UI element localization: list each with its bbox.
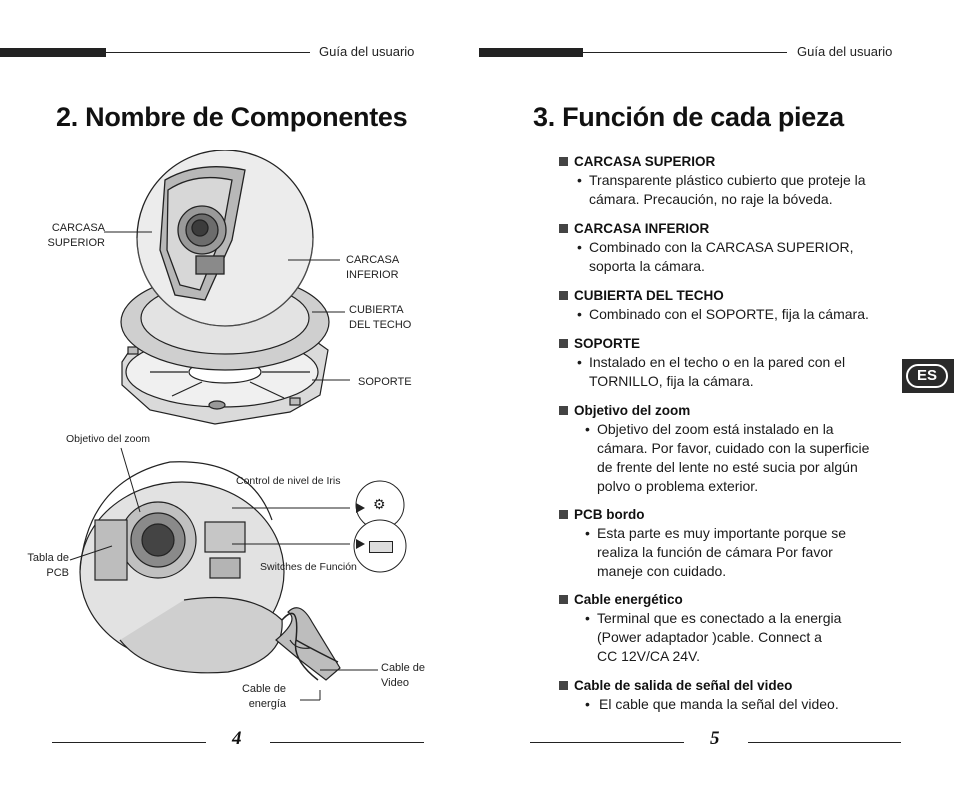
left-page-title: 2. Nombre de Componentes bbox=[56, 102, 408, 132]
left-footer-line-left bbox=[52, 742, 206, 743]
section-heading: CUBIERTA DEL TECHO bbox=[574, 288, 724, 303]
square-bullet-icon bbox=[559, 595, 568, 604]
section-body: Esta parte es muy importante porque se r… bbox=[597, 525, 847, 579]
section-objetivo-zoom: Objetivo del zoom •Objetivo del zoom est… bbox=[559, 401, 939, 496]
right-footer-line-left bbox=[530, 742, 684, 743]
section-body: Combinado con el SOPORTE, fija la cámara… bbox=[589, 306, 869, 322]
label-control-iris: Control de nivel de Iris bbox=[236, 475, 341, 487]
section-body: Combinado con la CARCASA SUPERIOR, sopor… bbox=[589, 239, 854, 274]
square-bullet-icon bbox=[559, 510, 568, 519]
square-bullet-icon bbox=[559, 681, 568, 690]
section-soporte: SOPORTE •Instalado en el techo o en la p… bbox=[559, 334, 939, 391]
dome-part bbox=[136, 150, 314, 327]
section-body: El cable que manda la señal del video. bbox=[599, 696, 839, 712]
section-body: Transparente plástico cubierto que prote… bbox=[589, 172, 866, 207]
right-header-text: Guía del usuario bbox=[797, 44, 893, 59]
label-cable-video: Cable de Video bbox=[381, 662, 426, 689]
section-heading: SOPORTE bbox=[574, 336, 641, 351]
section-body: Terminal que es conectado a la energia (… bbox=[597, 610, 842, 664]
section-cubierta-techo: CUBIERTA DEL TECHO •Combinado con el SOP… bbox=[559, 286, 939, 324]
left-header-text: Guía del usuario bbox=[319, 44, 415, 59]
label-switches: Switches de Función bbox=[260, 561, 357, 573]
square-bullet-icon bbox=[559, 339, 568, 348]
section-body: Instalado en el techo o en la pared con … bbox=[589, 354, 846, 389]
square-bullet-icon bbox=[559, 224, 568, 233]
label-objetivo-zoom: Objetivo del zoom bbox=[66, 433, 151, 445]
section-carcasa-inferior: CARCASA INFERIOR •Combinado con la CARCA… bbox=[559, 219, 939, 276]
left-header-line bbox=[106, 52, 310, 53]
right-header-bar bbox=[479, 48, 583, 57]
label-soporte: SOPORTE bbox=[358, 376, 412, 388]
square-bullet-icon bbox=[559, 157, 568, 166]
function-switch-icon bbox=[369, 541, 393, 553]
section-heading: Cable energético bbox=[574, 592, 683, 607]
right-page-number: 5 bbox=[710, 728, 720, 749]
right-page-title: 3. Función de cada pieza bbox=[533, 102, 844, 132]
square-bullet-icon bbox=[559, 291, 568, 300]
label-cable-energia: Cable de energía bbox=[241, 683, 286, 710]
iris-control-icon: ⚙ bbox=[373, 496, 386, 512]
section-cable-energetico: Cable energético •Terminal que es conect… bbox=[559, 590, 939, 666]
section-heading: CARCASA INFERIOR bbox=[574, 221, 710, 236]
section-carcasa-superior: CARCASA SUPERIOR •Transparente plástico … bbox=[559, 152, 939, 209]
section-cable-video: Cable de salida de señal del video •El c… bbox=[559, 676, 939, 714]
camera-internal-illustration bbox=[69, 447, 407, 701]
section-pcb-bordo: PCB bordo •Esta parte es muy importante … bbox=[559, 505, 939, 581]
left-header-bar bbox=[0, 48, 106, 57]
label-carcasa-inferior: CARCASA INFERIOR bbox=[346, 254, 400, 281]
section-heading: Objetivo del zoom bbox=[574, 403, 691, 418]
square-bullet-icon bbox=[559, 406, 568, 415]
section-heading: PCB bordo bbox=[574, 507, 645, 522]
label-tabla-pcb: Tabla de PCB bbox=[27, 552, 69, 579]
label-cubierta-techo: CUBIERTA DEL TECHO bbox=[349, 304, 412, 331]
left-page-number: 4 bbox=[232, 728, 242, 749]
left-footer-line-right bbox=[270, 742, 424, 743]
right-header-line bbox=[583, 52, 787, 53]
language-tab-label: ES bbox=[906, 364, 948, 388]
label-carcasa-superior: CARCASA SUPERIOR bbox=[47, 222, 105, 249]
section-body: Objetivo del zoom está instalado en la c… bbox=[597, 421, 870, 494]
right-footer-line-right bbox=[748, 742, 901, 743]
section-heading: CARCASA SUPERIOR bbox=[574, 154, 716, 169]
section-heading: Cable de salida de señal del video bbox=[574, 678, 793, 693]
camera-dome-exploded-illustration bbox=[104, 150, 350, 425]
